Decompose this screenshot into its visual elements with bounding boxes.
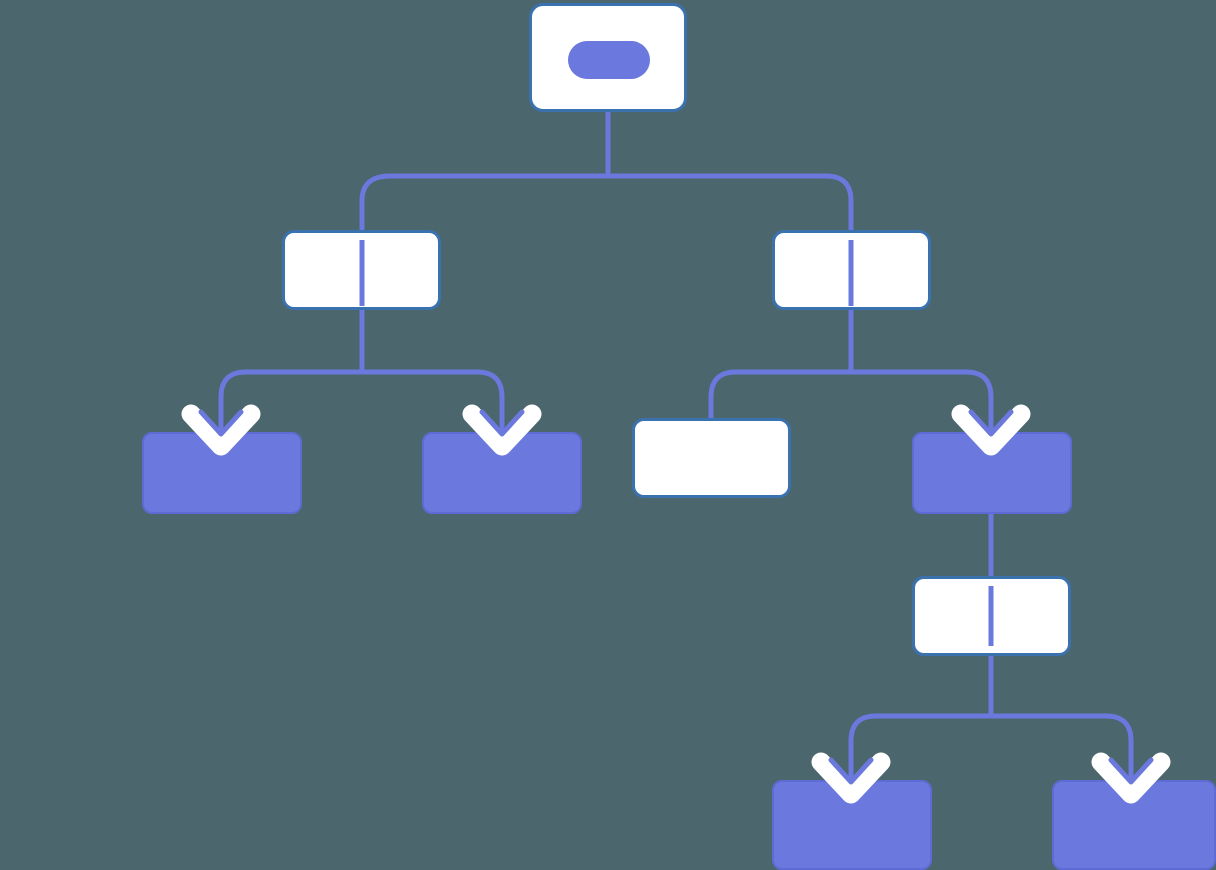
tree-node-n9[interactable] (1052, 780, 1216, 870)
tree-node-n7[interactable] (912, 576, 1071, 656)
root-pill-badge (568, 41, 650, 79)
connector-edge (608, 173, 854, 230)
connector-edge (708, 369, 851, 418)
arrow-head-purple (968, 409, 1014, 437)
tree-node-n3[interactable] (142, 432, 302, 514)
arrow-head-purple (1108, 757, 1154, 785)
tree-node-n5[interactable] (632, 418, 791, 498)
arrow-head-purple (828, 757, 874, 785)
tree-node-n1[interactable] (282, 230, 441, 310)
arrow-head-purple (198, 409, 244, 437)
tree-node-n8[interactable] (772, 780, 932, 870)
tree-node-n4[interactable] (422, 432, 582, 514)
tree-node-n6[interactable] (912, 432, 1072, 514)
arrow-head-purple (479, 409, 525, 437)
connector-edge (359, 173, 608, 230)
tree-node-n2[interactable] (772, 230, 931, 310)
